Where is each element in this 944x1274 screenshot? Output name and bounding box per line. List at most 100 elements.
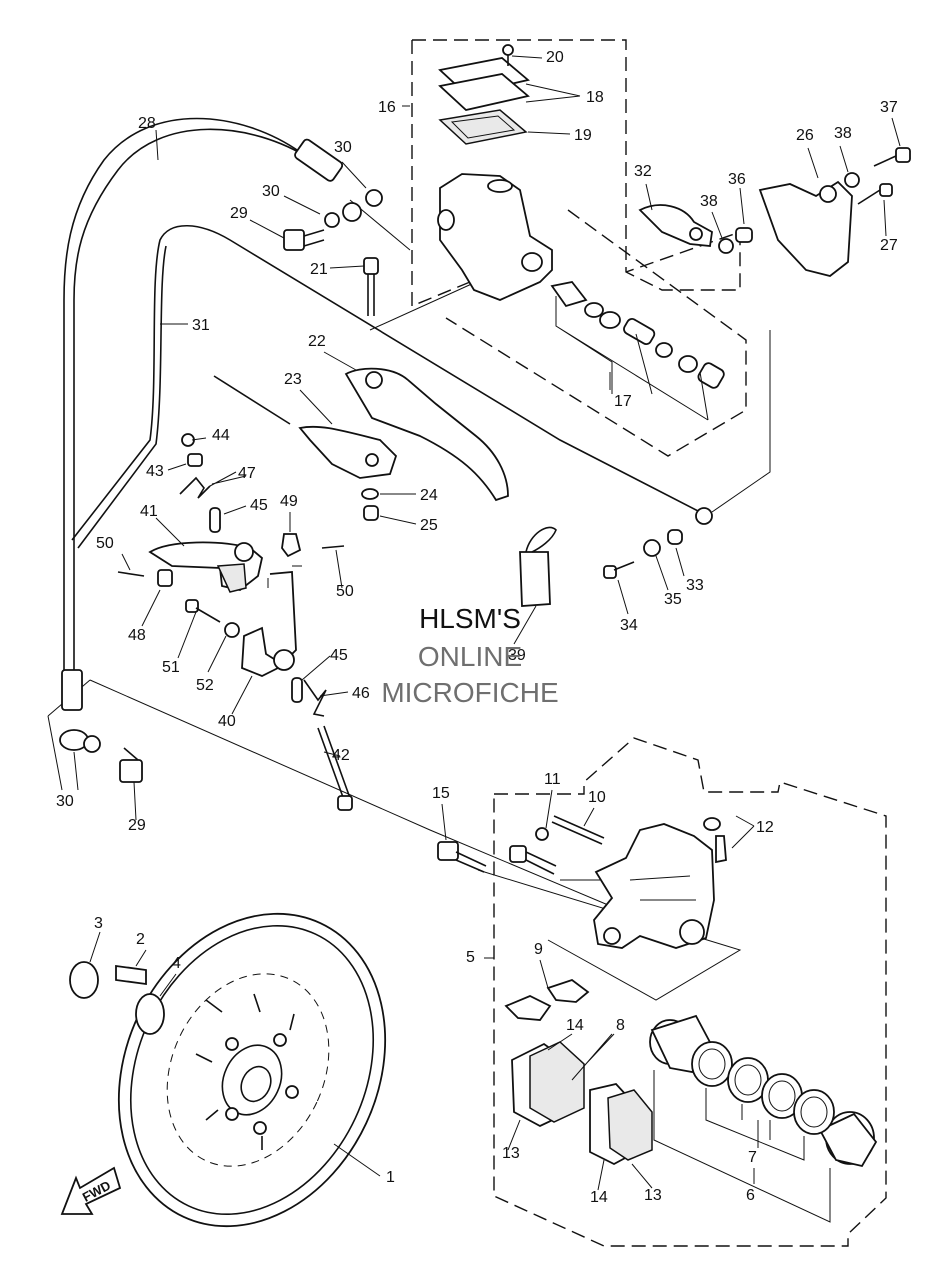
callout-33: 33 <box>686 577 704 594</box>
callout-13-b: 13 <box>644 1187 662 1204</box>
banjo-bolt-29-top <box>283 229 325 251</box>
callout-15: 15 <box>432 785 450 802</box>
crush-washer-bottom <box>83 735 101 753</box>
pedal-32 <box>638 204 713 247</box>
piston-kit-17 <box>550 281 725 421</box>
washer-30-b <box>324 212 340 228</box>
callout-45-a: 45 <box>250 497 268 514</box>
nut-43 <box>187 453 203 467</box>
leader-cable-end <box>711 330 771 513</box>
callout-34: 34 <box>620 617 638 634</box>
fwd-label: FWD <box>80 1178 113 1205</box>
callout-30-b: 30 <box>262 183 280 200</box>
callout-14-a: 14 <box>566 1017 584 1034</box>
callout-20: 20 <box>546 49 564 66</box>
spring-46 <box>303 679 327 717</box>
circlip-3 <box>69 961 99 999</box>
screw-20 <box>502 44 514 66</box>
pin-49 <box>281 533 302 558</box>
bolt-34 <box>603 561 635 579</box>
washer-30-c <box>342 202 362 222</box>
bolt-37 <box>873 147 911 167</box>
brake-hose-inner <box>63 117 301 680</box>
bracket-26 <box>758 180 853 277</box>
bolt-15 <box>437 841 487 873</box>
callout-29-b: 29 <box>128 817 146 834</box>
brake-hose <box>73 128 313 680</box>
reservoir-cap-18 <box>438 57 530 111</box>
callout-22: 22 <box>308 333 326 350</box>
callout-19: 19 <box>574 127 592 144</box>
cotter-pin-50-a <box>117 571 145 577</box>
callout-2: 2 <box>136 931 145 948</box>
pin-10 <box>551 815 605 845</box>
pin-45-b <box>291 677 303 703</box>
callout-50-b: 50 <box>336 583 354 600</box>
brake-pad-14-b <box>607 1089 653 1161</box>
watermark-line1: HLSM'S <box>419 603 521 634</box>
callout-40: 40 <box>218 713 236 730</box>
collar-36 <box>735 227 753 243</box>
brake-cable <box>71 224 701 541</box>
callout-26: 26 <box>796 127 814 144</box>
caliper-assembly-box <box>493 737 887 1247</box>
washer-35 <box>643 539 661 557</box>
callout-6: 6 <box>746 1187 755 1204</box>
axis-line-rotor <box>89 679 621 911</box>
callout-37: 37 <box>880 99 898 116</box>
washer-38-a <box>718 238 734 254</box>
master-cylinder-body <box>437 173 553 301</box>
washer-4 <box>135 993 165 1035</box>
callout-16: 16 <box>378 99 396 116</box>
piston-seals-7 <box>691 1041 835 1135</box>
callout-7: 7 <box>748 1149 757 1166</box>
brake-rotor <box>117 912 387 1228</box>
bolt-caliper <box>509 845 557 875</box>
callout-25: 25 <box>420 517 438 534</box>
hose-fitting-top <box>294 138 344 182</box>
collar-33 <box>667 529 683 545</box>
bolt-21 <box>363 257 379 316</box>
callout-21: 21 <box>310 261 328 278</box>
nut-24 <box>361 488 379 500</box>
arm-40 <box>241 571 297 677</box>
callout-4: 4 <box>172 955 181 972</box>
brake-pad-14-a <box>529 1041 585 1123</box>
callout-42: 42 <box>332 747 350 764</box>
bolt-51 <box>185 599 221 623</box>
callout-38-b: 38 <box>834 125 852 142</box>
callout-13-a: 13 <box>502 1145 520 1162</box>
callout-36: 36 <box>728 171 746 188</box>
callout-12: 12 <box>756 819 774 836</box>
callout-30-a: 30 <box>334 139 352 156</box>
lever-holder-23 <box>213 375 398 479</box>
washer-38-b <box>844 172 860 188</box>
callout-38-a: 38 <box>700 193 718 210</box>
cable-end-eye <box>695 507 713 525</box>
callout-17: 17 <box>614 393 632 410</box>
callout-5: 5 <box>466 949 475 966</box>
pin-45-a <box>209 507 221 533</box>
bleed-cap-11 <box>535 827 549 841</box>
callout-11: 11 <box>544 771 561 788</box>
callout-28: 28 <box>138 115 156 132</box>
callout-45-b: 45 <box>330 647 348 664</box>
washer-30-a <box>365 189 383 207</box>
callout-labels: 1 2 3 4 5 6 7 8 9 10 11 12 13 13 14 14 1… <box>56 49 898 1206</box>
callout-3: 3 <box>94 915 103 932</box>
watermark-line2: ONLINE <box>418 641 522 672</box>
label-plate-39 <box>519 526 557 607</box>
leader-cable-to-mc <box>369 281 477 331</box>
callout-39: 39 <box>508 647 526 664</box>
watermark: HLSM'S ONLINE MICROFICHE <box>381 603 558 708</box>
bleed-valve-12 <box>703 817 727 864</box>
nut-25 <box>363 505 379 521</box>
pad-spring-9 <box>504 978 590 1021</box>
brake-cable-outer <box>77 245 167 549</box>
callout-48: 48 <box>128 627 146 644</box>
cotter-pin-50-b <box>321 545 345 549</box>
hose-fitting-bottom <box>61 669 83 711</box>
callout-35: 35 <box>664 591 682 608</box>
banjo-bolt-29-bottom <box>119 747 143 783</box>
fwd-arrow-icon: FWD <box>60 1166 122 1215</box>
